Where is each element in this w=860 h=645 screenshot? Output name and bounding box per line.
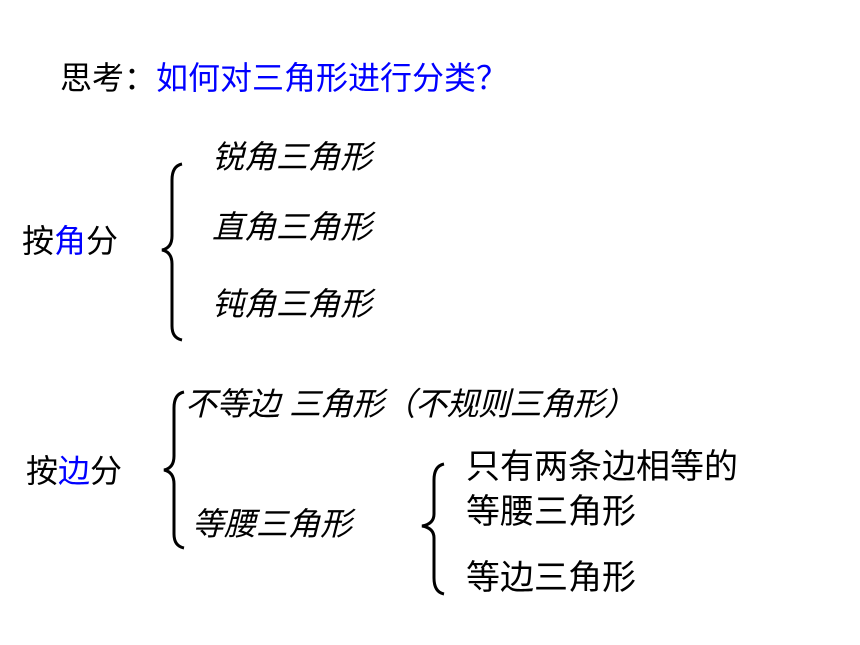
by-side-key: 边	[58, 452, 91, 490]
title-prefix: 思考：	[60, 59, 157, 97]
by-side-label: 按边分	[26, 455, 122, 487]
by-angle-key: 角	[54, 222, 87, 260]
by-side-post: 分	[90, 452, 123, 490]
by-angle-label: 按角分	[22, 225, 118, 257]
angle-item-acute: 锐角三角形	[212, 138, 373, 176]
side-item-isosceles: 等腰三角形	[192, 505, 353, 543]
page-title: 思考：如何对三角形进行分类？	[60, 62, 508, 94]
angle-item-right: 直角三角形	[212, 208, 373, 246]
angle-brace	[161, 162, 183, 342]
by-angle-pre: 按	[22, 222, 55, 260]
isosceles-two-equal-line2: 等腰三角形	[466, 492, 636, 532]
title-question: 如何对三角形进行分类？	[156, 59, 509, 97]
isosceles-two-equal-line1: 只有两条边相等的	[466, 447, 738, 487]
by-side-pre: 按	[26, 452, 59, 490]
isosceles-equilateral: 等边三角形	[466, 558, 636, 598]
side-item-scalene: 不等边 三角形（不规则三角形）	[185, 385, 636, 423]
isosceles-brace	[421, 462, 445, 596]
side-brace	[163, 390, 185, 550]
angle-item-obtuse: 钝角三角形	[212, 285, 373, 323]
by-angle-post: 分	[86, 222, 119, 260]
